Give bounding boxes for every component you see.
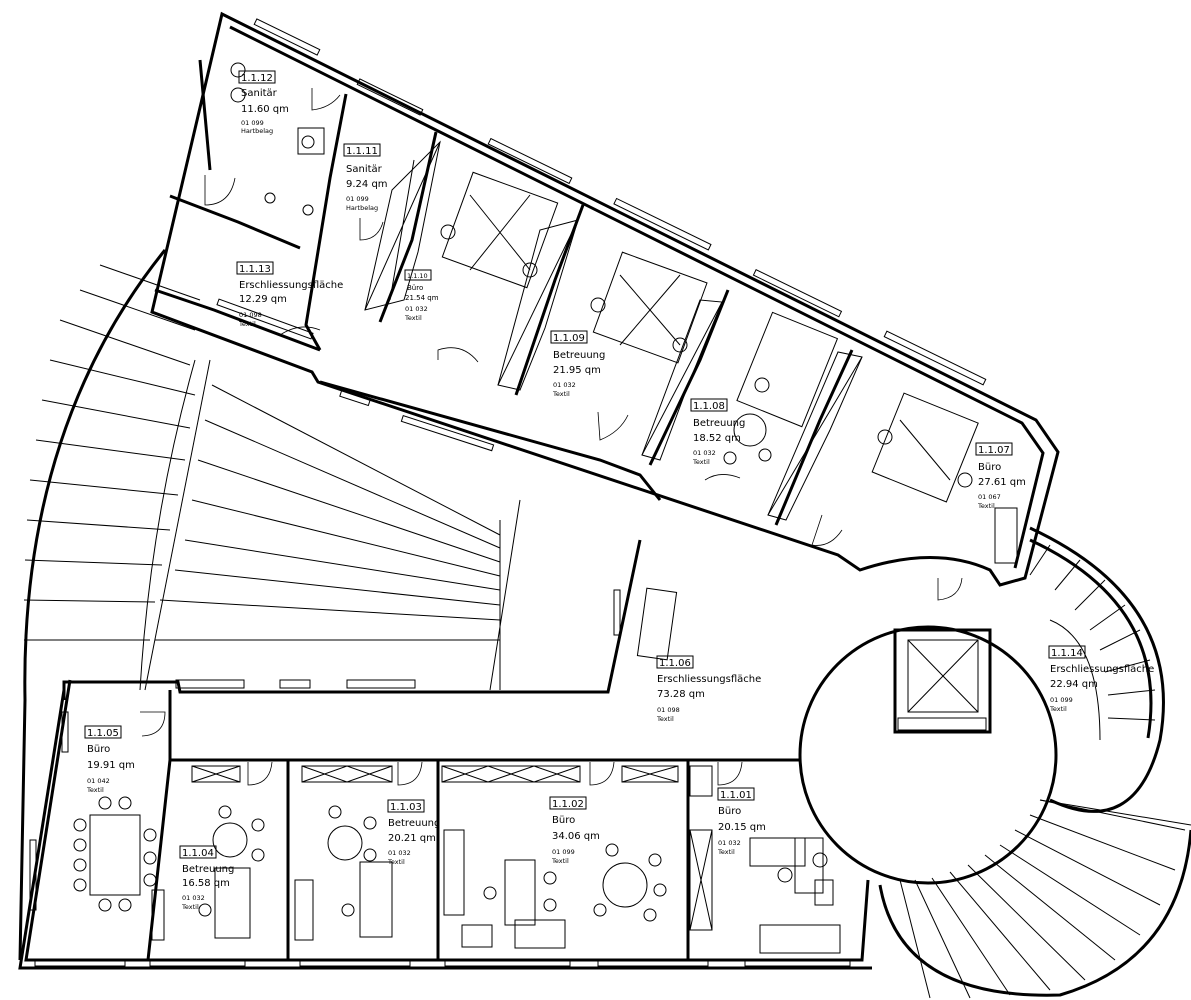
- svg-text:1.1.04: 1.1.04: [182, 848, 214, 859]
- svg-text:Erschliessungsfläche: Erschliessungsfläche: [657, 674, 761, 685]
- svg-text:1.1.10: 1.1.10: [407, 272, 428, 280]
- svg-text:20.21 qm: 20.21 qm: [388, 833, 436, 844]
- svg-text:01 099: 01 099: [241, 119, 264, 127]
- svg-text:1.1.13: 1.1.13: [239, 264, 271, 275]
- svg-text:Textil: Textil: [387, 858, 405, 866]
- svg-text:1.1.09: 1.1.09: [553, 333, 585, 344]
- room-label-1-1-12: 1.1.12 Sanitär 11.60 qm 01 099 Hartbelag: [238, 70, 289, 135]
- svg-text:Betreuung: Betreuung: [553, 350, 605, 361]
- room-labels: 1.1.12 Sanitär 11.60 qm 01 099 Hartbelag…: [84, 70, 1154, 911]
- svg-text:73.28 qm: 73.28 qm: [657, 689, 705, 700]
- svg-text:19.91 qm: 19.91 qm: [87, 760, 135, 771]
- svg-text:Sanitär: Sanitär: [241, 88, 278, 99]
- svg-text:1.1.07: 1.1.07: [978, 445, 1010, 456]
- svg-text:27.61 qm: 27.61 qm: [978, 477, 1026, 488]
- svg-text:Hartbelag: Hartbelag: [346, 204, 378, 212]
- svg-text:21.95 qm: 21.95 qm: [553, 365, 601, 376]
- svg-text:20.15 qm: 20.15 qm: [718, 822, 766, 833]
- svg-text:Sanitär: Sanitär: [346, 164, 383, 175]
- east-stair: [878, 544, 1191, 999]
- svg-text:01 099: 01 099: [552, 848, 575, 856]
- svg-text:Textil: Textil: [551, 857, 569, 865]
- svg-text:1.1.03: 1.1.03: [390, 802, 422, 813]
- svg-text:18.52 qm: 18.52 qm: [693, 433, 741, 444]
- room-label-1-1-11: 1.1.11 Sanitär 9.24 qm 01 099 Hartbelag: [343, 143, 388, 212]
- svg-text:16.58 qm: 16.58 qm: [182, 878, 230, 889]
- svg-text:01 032: 01 032: [182, 894, 205, 902]
- svg-text:Betreuung: Betreuung: [388, 818, 440, 829]
- svg-text:1.1.06: 1.1.06: [659, 658, 691, 669]
- svg-text:Textil: Textil: [181, 903, 199, 911]
- svg-text:Textil: Textil: [238, 320, 256, 328]
- room-label-1-1-02: 1.1.02 Büro 34.06 qm 01 099 Textil: [549, 796, 600, 865]
- svg-text:34.06 qm: 34.06 qm: [552, 831, 600, 842]
- room-label-1-1-01: 1.1.01 Büro 20.15 qm 01 032 Textil: [717, 787, 766, 856]
- svg-text:1.1.14: 1.1.14: [1051, 648, 1083, 659]
- west-stair: [18, 249, 211, 961]
- svg-text:Betreuung: Betreuung: [182, 864, 234, 875]
- svg-text:Erschliessungsfläche: Erschliessungsfläche: [1050, 664, 1154, 675]
- svg-text:01 098: 01 098: [239, 311, 262, 319]
- room-label-1-1-05: 1.1.05 Büro 19.91 qm 01 042 Textil: [84, 725, 135, 794]
- svg-text:Textil: Textil: [1049, 705, 1067, 713]
- svg-text:Büro: Büro: [87, 744, 110, 755]
- room-label-1-1-14: 1.1.14 Erschliessungsfläche 22.94 qm 01 …: [1048, 645, 1154, 713]
- courtyard: [155, 384, 678, 691]
- room-label-1-1-10: 1.1.10 Büro 21.54 qm 01 032 Textil: [404, 269, 439, 322]
- room-label-1-1-08: 1.1.08 Betreuung 18.52 qm 01 032 Textil: [690, 398, 745, 466]
- svg-text:9.24 qm: 9.24 qm: [346, 179, 388, 190]
- svg-text:22.94 qm: 22.94 qm: [1050, 679, 1098, 690]
- svg-text:Büro: Büro: [718, 806, 741, 817]
- svg-text:Textil: Textil: [692, 458, 710, 466]
- svg-text:01 032: 01 032: [693, 449, 716, 457]
- svg-text:1.1.01: 1.1.01: [720, 790, 752, 801]
- svg-text:01 032: 01 032: [553, 381, 576, 389]
- cabinets: [191, 140, 863, 931]
- svg-text:Büro: Büro: [978, 462, 1001, 473]
- svg-text:01 042: 01 042: [87, 777, 110, 785]
- svg-text:1.1.12: 1.1.12: [241, 73, 273, 84]
- svg-text:01 099: 01 099: [346, 195, 369, 203]
- svg-text:01 067: 01 067: [978, 493, 1001, 501]
- room-label-1-1-03: 1.1.03 Betreuung 20.21 qm 01 032 Textil: [387, 799, 440, 866]
- svg-text:Textil: Textil: [86, 786, 104, 794]
- windows: [29, 18, 987, 967]
- svg-text:Betreuung: Betreuung: [693, 418, 745, 429]
- svg-text:Büro: Büro: [407, 284, 423, 292]
- svg-text:1.1.08: 1.1.08: [693, 401, 725, 412]
- svg-text:21.54 qm: 21.54 qm: [405, 294, 439, 302]
- svg-text:12.29 qm: 12.29 qm: [239, 294, 287, 305]
- svg-text:01 032: 01 032: [388, 849, 411, 857]
- svg-text:01 032: 01 032: [718, 839, 741, 847]
- svg-text:11.60 qm: 11.60 qm: [241, 104, 289, 115]
- svg-text:1.1.02: 1.1.02: [552, 799, 584, 810]
- room-label-1-1-06: 1.1.06 Erschliessungsfläche 73.28 qm 01 …: [656, 655, 761, 723]
- room-label-1-1-13: 1.1.13 Erschliessungsfläche 12.29 qm 01 …: [236, 261, 343, 328]
- svg-text:Textil: Textil: [404, 314, 422, 322]
- svg-text:Textil: Textil: [717, 848, 735, 856]
- svg-text:Textil: Textil: [552, 390, 570, 398]
- room-label-1-1-04: 1.1.04 Betreuung 16.58 qm 01 032 Textil: [179, 845, 234, 911]
- svg-text:Büro: Büro: [552, 815, 575, 826]
- svg-text:Erschliessungsfläche: Erschliessungsfläche: [239, 280, 343, 291]
- svg-text:Textil: Textil: [656, 715, 674, 723]
- doors: [140, 88, 963, 786]
- svg-text:01 032: 01 032: [405, 305, 428, 313]
- svg-text:1.1.11: 1.1.11: [346, 146, 378, 157]
- furniture: [73, 62, 1018, 954]
- room-label-1-1-09: 1.1.09 Betreuung 21.95 qm 01 032 Textil: [550, 330, 605, 398]
- svg-text:1.1.05: 1.1.05: [87, 728, 119, 739]
- svg-text:Textil: Textil: [977, 502, 995, 510]
- walls: [18, 11, 1165, 970]
- svg-text:01 099: 01 099: [1050, 696, 1073, 704]
- svg-text:01 098: 01 098: [657, 706, 680, 714]
- svg-text:Hartbelag: Hartbelag: [241, 127, 273, 135]
- room-label-1-1-07: 1.1.07 Büro 27.61 qm 01 067 Textil: [975, 442, 1026, 510]
